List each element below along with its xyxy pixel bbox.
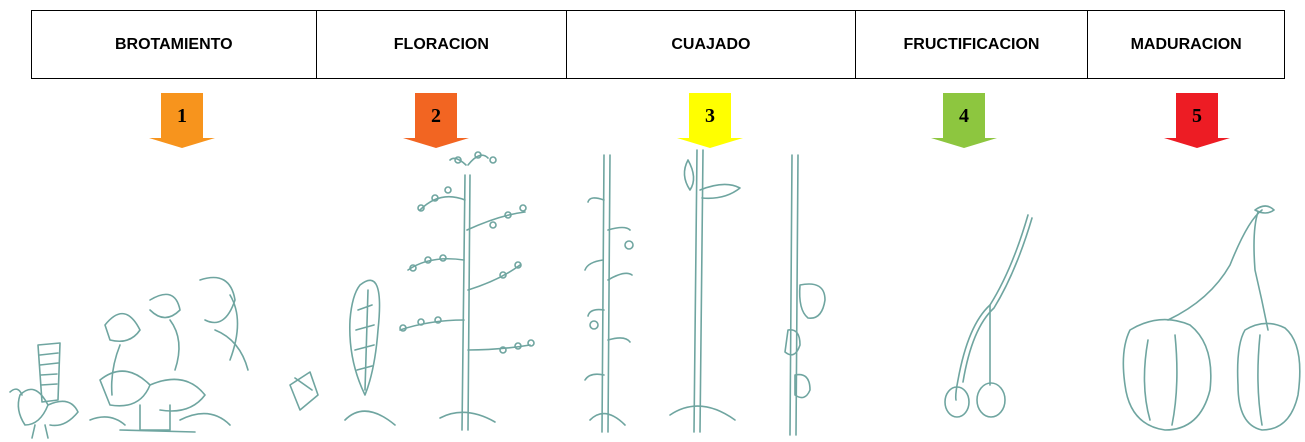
sprout-illustration: [9, 276, 249, 439]
stage-number-3: 3: [705, 105, 715, 127]
down-arrow-icon: [677, 93, 743, 148]
stage-arrow-2: 2: [403, 93, 469, 148]
flowering-illustration: [289, 151, 535, 431]
stages-table: BROTAMIENTO FLORACION CUAJADO FRUCTIFICA…: [31, 10, 1285, 79]
stage-number-2: 2: [431, 105, 441, 127]
down-arrow-icon: [403, 93, 469, 148]
stage-number-1: 1: [177, 105, 187, 127]
stage-number-5: 5: [1192, 105, 1202, 127]
down-arrow-icon: [1164, 93, 1230, 148]
stage-header-floracion: FLORACION: [317, 11, 568, 78]
stage-header-fructificacion: FRUCTIFICACION: [856, 11, 1089, 78]
fruiting-illustration: [944, 214, 1033, 418]
stage-arrow-3: 3: [677, 93, 743, 148]
stage-arrow-5: 5: [1164, 93, 1230, 148]
stage-arrow-1: 1: [149, 93, 215, 148]
stage-header-brotamiento: BROTAMIENTO: [32, 11, 317, 78]
ripening-illustration: [1122, 205, 1301, 431]
fruit-set-illustration: [584, 149, 826, 436]
stage-header-cuajado: CUAJADO: [567, 11, 856, 78]
stage-number-4: 4: [959, 105, 969, 127]
stage-header-maduracion: MADURACION: [1130, 35, 1242, 53]
stage-arrow-4: 4: [931, 93, 997, 148]
down-arrow-icon: [149, 93, 215, 148]
down-arrow-icon: [931, 93, 997, 148]
